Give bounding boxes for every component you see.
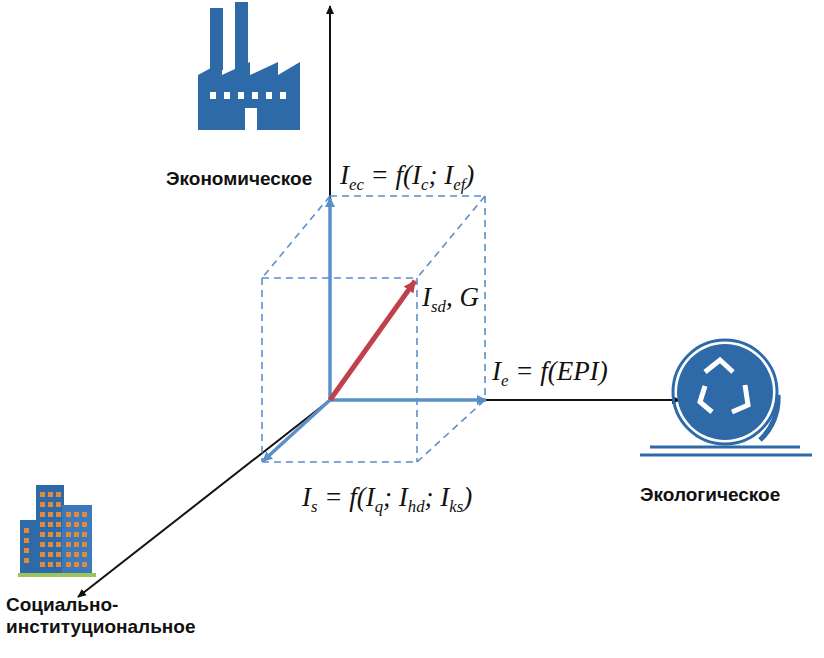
- axis-label: Социально- институциональное: [6, 594, 266, 638]
- formula-label: Iec = f(Ic; Ief): [338, 160, 476, 195]
- component-vector: [263, 400, 330, 461]
- formula-label: Ie = f(EPI): [490, 356, 610, 391]
- component-vector: [328, 198, 332, 400]
- axis-label: Экологическое: [640, 484, 780, 506]
- dashed-cube: [262, 196, 485, 462]
- resultant-vector: [330, 281, 415, 400]
- axis-label: Экономическое: [166, 168, 312, 190]
- formula-label: Is = f(Iq; Ihd; Iks): [300, 482, 474, 517]
- axis-line: [330, 399, 680, 401]
- component-vector: [330, 398, 486, 402]
- vector-label: Isd, G: [422, 282, 482, 317]
- recycle-icon: [640, 340, 812, 455]
- axis-line: [78, 400, 330, 597]
- buildings-icon: [18, 485, 96, 577]
- axis-line: [329, 6, 331, 400]
- factory-icon: [198, 2, 300, 130]
